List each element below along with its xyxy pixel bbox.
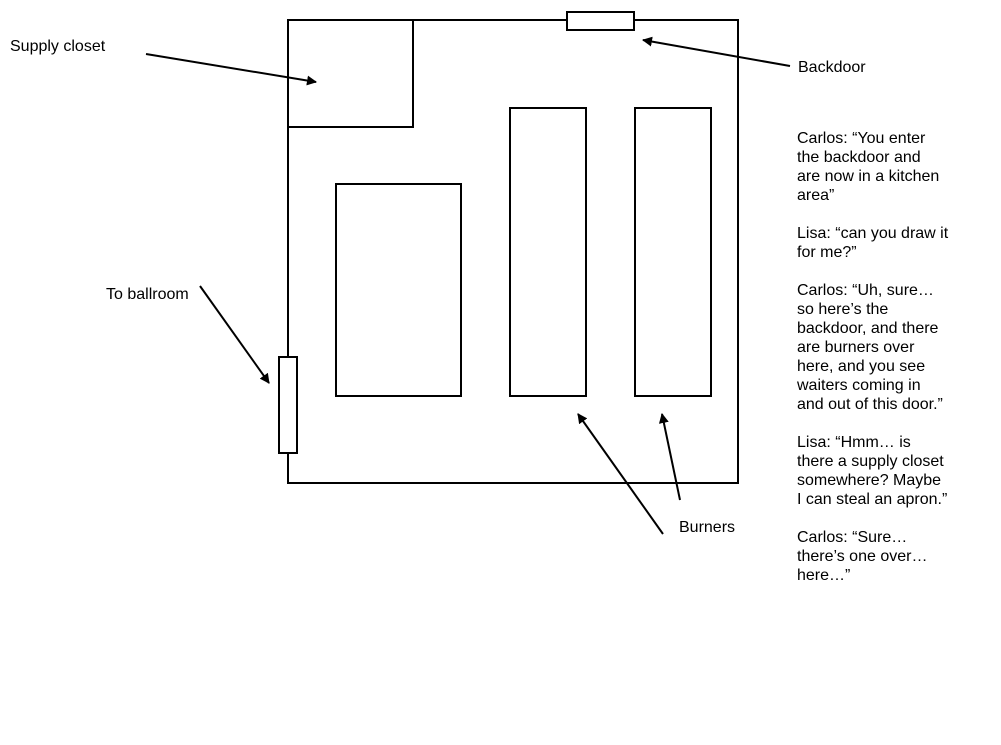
burners-label: Burners [679, 519, 736, 536]
counter-table [335, 183, 462, 397]
dialogue-line: Lisa: “can you draw it for me?” [797, 225, 949, 261]
backdoor [566, 11, 635, 31]
ballroom-door [278, 356, 298, 454]
burners-arrow-right [658, 413, 681, 501]
dialogue-line: Lisa: “Hmm… is there a supply closet som… [797, 434, 948, 508]
supply-closet [287, 19, 414, 128]
supply-closet-label: Supply closet [10, 38, 106, 55]
backdoor-label: Backdoor [798, 59, 866, 76]
dialogue-transcript: Carlos: “You enter the backdoor and are … [797, 129, 1001, 604]
dialogue-line: Carlos: “You enter the backdoor and are … [797, 130, 940, 204]
burners-arrow-left [577, 413, 664, 535]
backdoor-arrow [642, 36, 791, 67]
supply-closet-arrow [145, 53, 317, 86]
burner-left [509, 107, 587, 397]
to-ballroom-label: To ballroom [106, 286, 189, 303]
kitchen-outline [287, 19, 739, 484]
burner-right [634, 107, 712, 397]
dialogue-line: Carlos: “Sure… there’s one over… here…” [797, 529, 928, 584]
to-ballroom-arrow [199, 285, 270, 384]
dialogue-line: Carlos: “Uh, sure… so here’s the backdoo… [797, 282, 943, 413]
